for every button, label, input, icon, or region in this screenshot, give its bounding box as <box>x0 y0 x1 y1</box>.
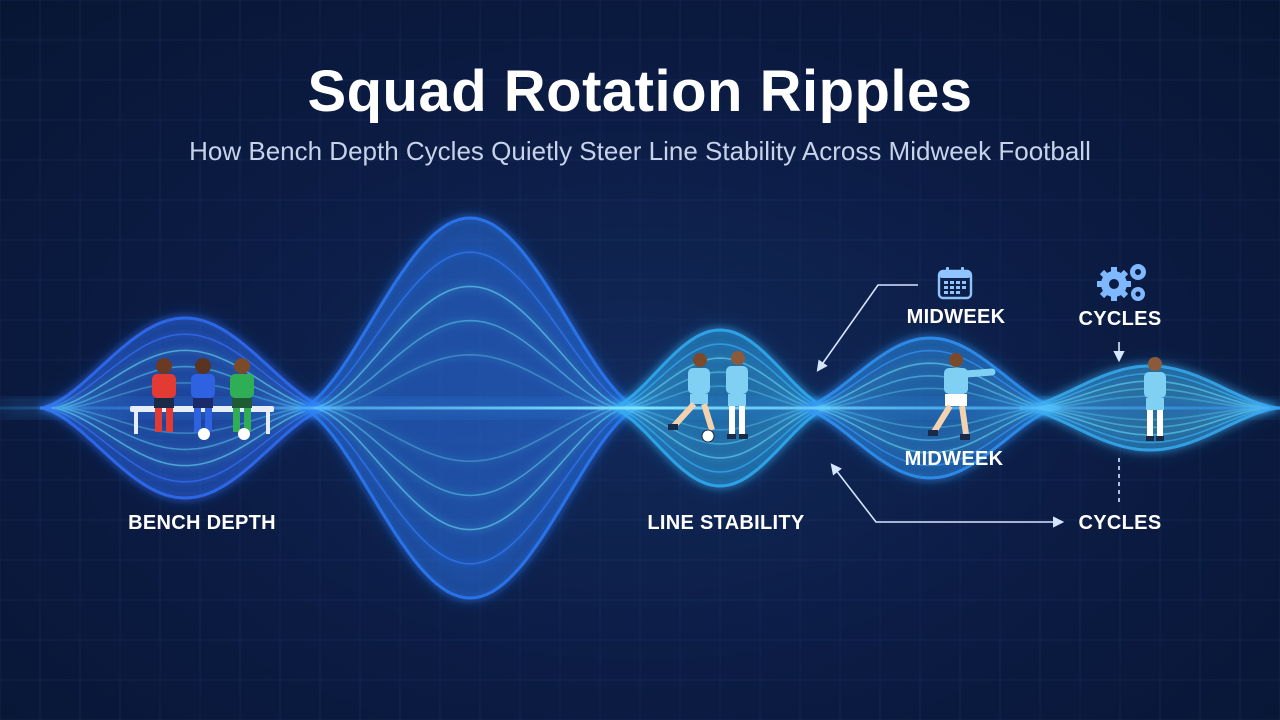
center-line <box>0 406 1280 410</box>
line-stability-players-icon <box>668 351 748 443</box>
page-title: Squad Rotation Ripples <box>307 59 973 124</box>
arrow-to-line-stability-bottom <box>830 463 1065 528</box>
calendar-icon <box>937 267 973 300</box>
page-subtitle: How Bench Depth Cycles Quietly Steer Lin… <box>189 136 1091 166</box>
midweek-player-icon <box>928 353 996 440</box>
label-line-stability: LINE STABILITY <box>647 512 805 534</box>
label-cycles-top: CYCLES <box>1078 308 1162 330</box>
arrow-to-line-stability-top <box>816 284 918 372</box>
label-bench-depth: BENCH DEPTH <box>128 512 276 534</box>
bench-players-icon <box>130 358 274 440</box>
label-midweek-middle: MIDWEEK <box>904 448 1004 470</box>
cycles-player-icon <box>1144 357 1166 441</box>
label-cycles-bottom: CYCLES <box>1078 512 1162 534</box>
gears-icon <box>1097 264 1146 301</box>
label-midweek-top: MIDWEEK <box>906 306 1006 328</box>
